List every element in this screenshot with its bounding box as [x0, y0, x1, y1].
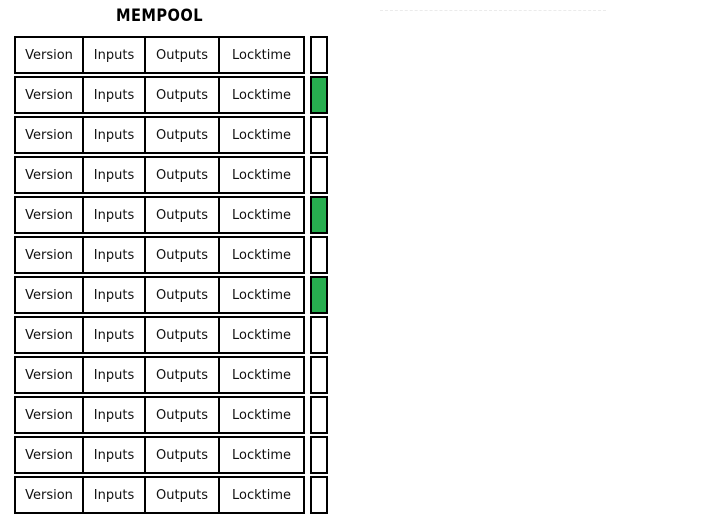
- tx-field-version: Version: [16, 438, 84, 472]
- tx-field-inputs: Inputs: [84, 278, 146, 312]
- tx-field-outputs: Outputs: [146, 238, 220, 272]
- transaction-status-indicator[interactable]: [310, 396, 328, 434]
- transaction-status-indicator[interactable]: [310, 276, 328, 314]
- transaction-status-indicator[interactable]: [310, 36, 328, 74]
- tx-field-version: Version: [16, 198, 84, 232]
- transaction-status-indicator[interactable]: [310, 316, 328, 354]
- tx-field-outputs: Outputs: [146, 318, 220, 352]
- tx-field-version: Version: [16, 78, 84, 112]
- transaction-status-indicator[interactable]: [310, 116, 328, 154]
- tx-field-inputs: Inputs: [84, 358, 146, 392]
- tx-field-inputs: Inputs: [84, 318, 146, 352]
- tx-field-locktime: Locktime: [220, 438, 303, 472]
- tx-field-version: Version: [16, 358, 84, 392]
- transaction-status-indicator[interactable]: [310, 356, 328, 394]
- tx-field-inputs: Inputs: [84, 438, 146, 472]
- tx-field-locktime: Locktime: [220, 238, 303, 272]
- tx-field-outputs: Outputs: [146, 358, 220, 392]
- tx-field-locktime: Locktime: [220, 278, 303, 312]
- tx-field-version: Version: [16, 278, 84, 312]
- tx-field-inputs: Inputs: [84, 158, 146, 192]
- tx-field-inputs: Inputs: [84, 78, 146, 112]
- tx-field-version: Version: [16, 38, 84, 72]
- tx-field-version: Version: [16, 158, 84, 192]
- transaction-status-indicator[interactable]: [310, 76, 328, 114]
- dashed-rule: [380, 10, 606, 11]
- tx-field-version: Version: [16, 398, 84, 432]
- page-title: MEMPOOL: [116, 6, 203, 26]
- tx-field-outputs: Outputs: [146, 278, 220, 312]
- tx-field-inputs: Inputs: [84, 198, 146, 232]
- transaction-status-indicator[interactable]: [310, 236, 328, 274]
- tx-field-locktime: Locktime: [220, 358, 303, 392]
- tx-field-version: Version: [16, 318, 84, 352]
- tx-field-outputs: Outputs: [146, 78, 220, 112]
- tx-field-locktime: Locktime: [220, 158, 303, 192]
- tx-field-inputs: Inputs: [84, 478, 146, 512]
- tx-field-outputs: Outputs: [146, 478, 220, 512]
- tx-field-version: Version: [16, 478, 84, 512]
- transaction-status-indicator[interactable]: [310, 196, 328, 234]
- tx-field-outputs: Outputs: [146, 158, 220, 192]
- tx-field-inputs: Inputs: [84, 38, 146, 72]
- tx-field-inputs: Inputs: [84, 398, 146, 432]
- tx-field-locktime: Locktime: [220, 398, 303, 432]
- tx-field-locktime: Locktime: [220, 118, 303, 152]
- transaction-status-indicator[interactable]: [310, 436, 328, 474]
- tx-field-inputs: Inputs: [84, 118, 146, 152]
- tx-field-inputs: Inputs: [84, 238, 146, 272]
- tx-field-version: Version: [16, 238, 84, 272]
- tx-field-outputs: Outputs: [146, 118, 220, 152]
- tx-field-outputs: Outputs: [146, 398, 220, 432]
- tx-field-outputs: Outputs: [146, 198, 220, 232]
- tx-field-locktime: Locktime: [220, 198, 303, 232]
- tx-field-locktime: Locktime: [220, 78, 303, 112]
- tx-field-locktime: Locktime: [220, 38, 303, 72]
- transaction-status-indicator[interactable]: [310, 156, 328, 194]
- transaction-status-indicator[interactable]: [310, 476, 328, 514]
- tx-field-outputs: Outputs: [146, 38, 220, 72]
- tx-field-outputs: Outputs: [146, 438, 220, 472]
- tx-field-version: Version: [16, 118, 84, 152]
- tx-field-locktime: Locktime: [220, 318, 303, 352]
- tx-field-locktime: Locktime: [220, 478, 303, 512]
